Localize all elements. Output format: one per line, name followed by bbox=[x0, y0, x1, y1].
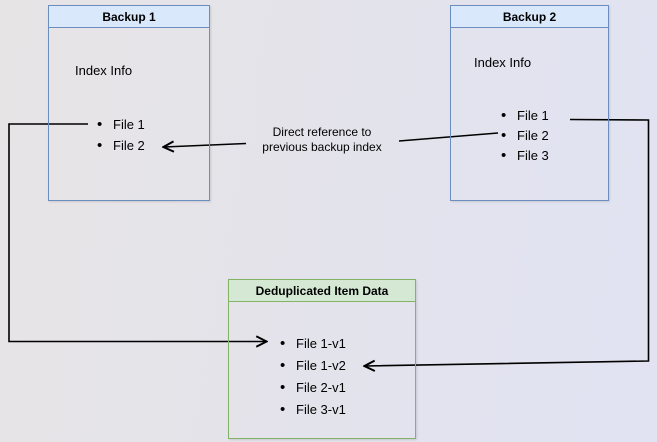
backup1-title: Backup 1 bbox=[49, 6, 209, 28]
file-label: File 1 bbox=[517, 108, 549, 123]
file-label: File 3-v1 bbox=[296, 402, 346, 417]
backup2-file-list: File 1 File 2 File 3 bbox=[501, 106, 549, 166]
backup1-box: Backup 1 Index Info File 1 File 2 bbox=[48, 5, 210, 201]
dedup-title: Deduplicated Item Data bbox=[229, 280, 415, 302]
file-label: File 2 bbox=[517, 128, 549, 143]
backup2-index-info-label: Index Info bbox=[474, 55, 532, 70]
file-label: File 2 bbox=[113, 138, 145, 153]
backup1-file-list: File 1 File 2 bbox=[97, 114, 145, 156]
file-label: File 1 bbox=[113, 117, 145, 132]
file-label: File 2-v1 bbox=[296, 380, 346, 395]
direct-reference-label: Direct reference to previous backup inde… bbox=[237, 125, 407, 154]
direct-reference-label-line1: Direct reference to bbox=[272, 125, 372, 139]
list-item: File 1-v1 bbox=[280, 333, 346, 355]
list-item: File 1 bbox=[97, 114, 145, 135]
list-item: File 1-v2 bbox=[280, 355, 346, 377]
file-label: File 3 bbox=[517, 148, 549, 163]
deduplicated-item-data-box: Deduplicated Item Data File 1-v1 File 1-… bbox=[228, 279, 416, 439]
list-item: File 2-v1 bbox=[280, 377, 346, 399]
list-item: File 2 bbox=[97, 135, 145, 156]
list-item: File 1 bbox=[501, 106, 549, 126]
direct-reference-label-line2: previous backup index bbox=[262, 139, 382, 154]
dedup-file-list: File 1-v1 File 1-v2 File 2-v1 File 3-v1 bbox=[280, 333, 346, 421]
file-label: File 1-v2 bbox=[296, 358, 346, 373]
list-item: File 2 bbox=[501, 126, 549, 146]
file-label: File 1-v1 bbox=[296, 336, 346, 351]
list-item: File 3 bbox=[501, 146, 549, 166]
backup2-title: Backup 2 bbox=[451, 6, 608, 28]
backup2-box: Backup 2 Index Info File 1 File 2 File 3 bbox=[450, 5, 609, 201]
list-item: File 3-v1 bbox=[280, 399, 346, 421]
backup1-index-info-label: Index Info bbox=[75, 63, 133, 78]
